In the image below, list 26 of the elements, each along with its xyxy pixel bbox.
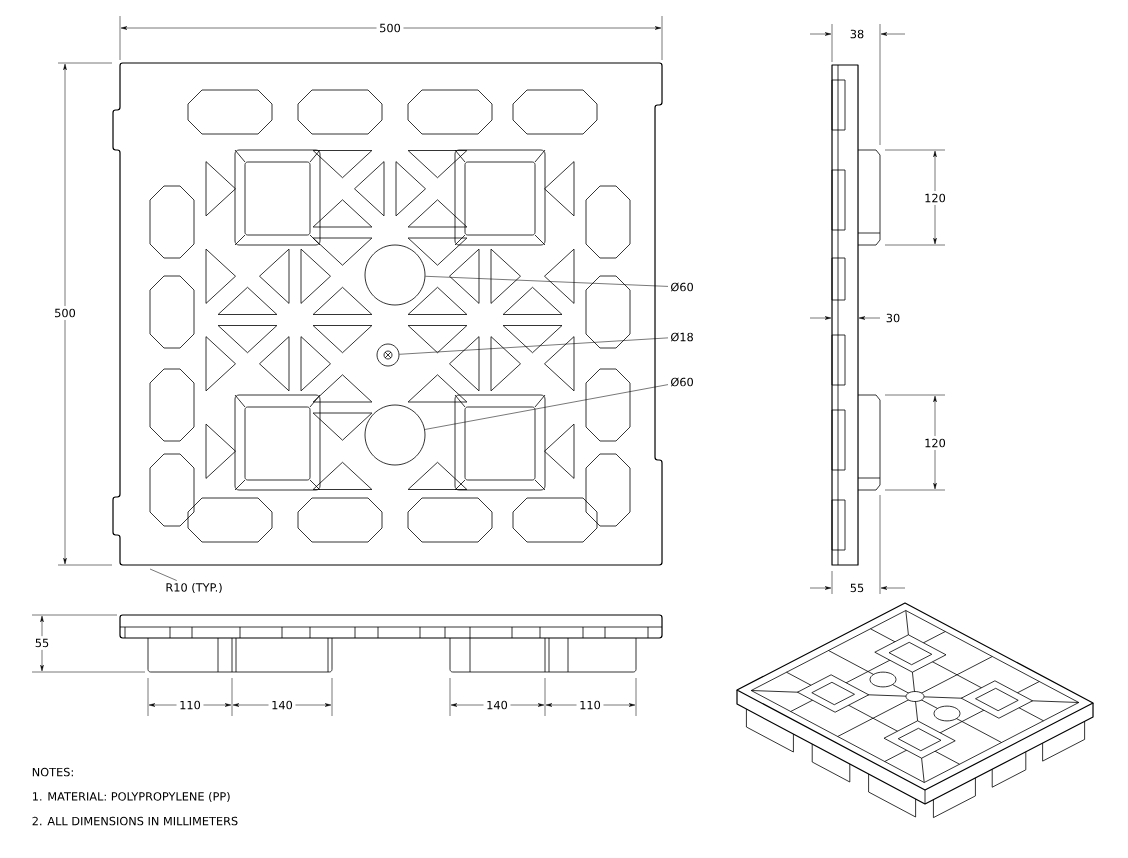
dimension-label: 500: [51, 306, 79, 320]
dimension-label: 140: [268, 698, 296, 712]
hole-circle: [364, 404, 426, 466]
leader-label: Ø60: [668, 280, 696, 294]
leader-line: [399, 337, 669, 355]
dimension-label: 120: [921, 436, 949, 450]
note-text: NOTES:: [32, 767, 73, 777]
dimension-label: 500: [376, 21, 404, 35]
leader-line: [425, 276, 669, 287]
dimension-label: 55: [32, 636, 52, 650]
leader-label: Ø18: [668, 330, 696, 344]
leader-line: [149, 568, 178, 581]
leader-line: [424, 384, 669, 430]
dimension-label: 110: [176, 698, 204, 712]
dimension-label: 110: [576, 698, 604, 712]
dimension-label: 120: [921, 191, 949, 205]
dimension-label: 55: [847, 581, 867, 595]
hole-circle: [376, 343, 400, 367]
dimension-label: 38: [847, 27, 867, 41]
note-text: 1. MATERIAL: POLYPROPYLENE (PP): [33, 791, 230, 803]
leader-label: R10 (TYP.): [163, 580, 225, 596]
note-text: 2. ALL DIMENSIONS IN MILLIMETERS: [32, 816, 238, 826]
leader-label: Ø60: [668, 375, 696, 389]
dimension-label: 30: [883, 311, 903, 325]
dimension-label: 140: [483, 698, 511, 712]
hole-circle: [364, 244, 426, 306]
